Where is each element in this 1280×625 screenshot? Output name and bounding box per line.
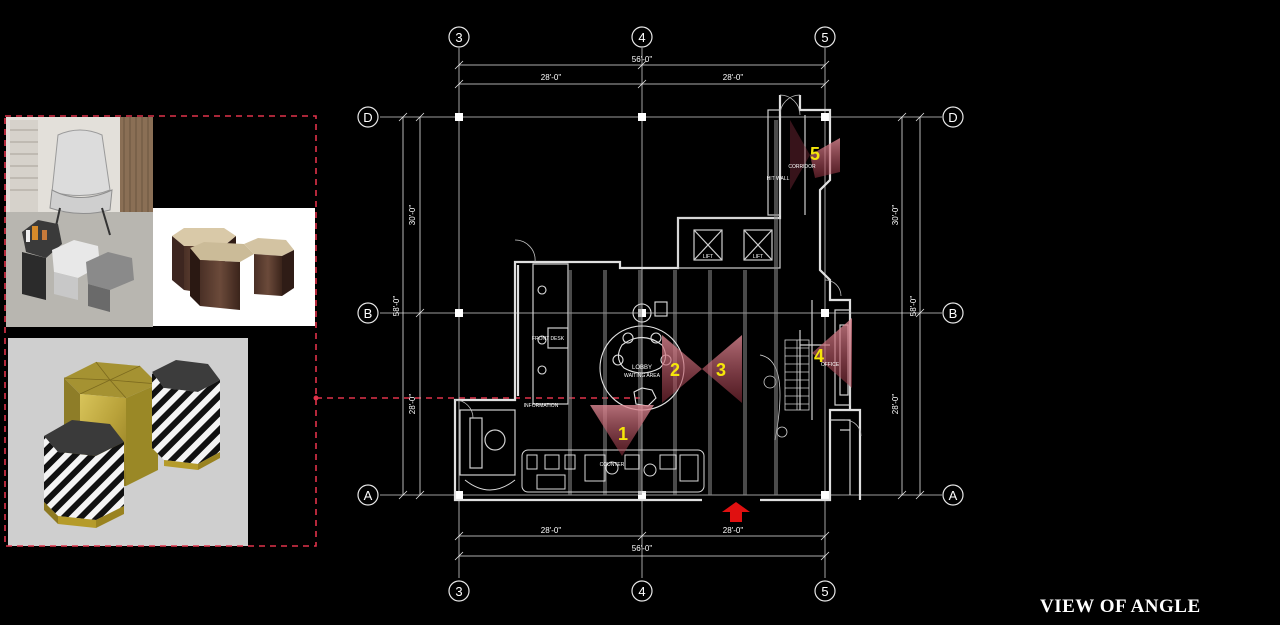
room-counter: COUNTER bbox=[600, 462, 625, 468]
photo-wood-tables bbox=[153, 208, 315, 326]
room-information: INFORMATION bbox=[524, 403, 559, 409]
grid-row-right-a: A bbox=[949, 488, 958, 503]
view-number-5: 5 bbox=[810, 144, 820, 164]
room-lift-b: LIFT bbox=[753, 254, 763, 260]
grid-lines bbox=[380, 48, 942, 578]
entry-arrow-icon bbox=[722, 502, 750, 522]
grid-col-bottom-3: 3 bbox=[455, 584, 462, 599]
dashed-callout-box bbox=[4, 115, 640, 547]
view-cone-5 bbox=[810, 138, 840, 178]
render-hexagon-tables bbox=[8, 338, 248, 546]
grid-row-left-a: A bbox=[364, 488, 373, 503]
grid-row-left-b: B bbox=[364, 306, 373, 321]
reception-furniture bbox=[464, 449, 705, 493]
dim-left-total: 58'-0" bbox=[392, 296, 401, 317]
grid-col-bottom-5: 5 bbox=[821, 584, 828, 599]
grid-col-top-3: 3 bbox=[455, 30, 462, 45]
dim-top-left: 28'-0" bbox=[541, 73, 562, 82]
view-number-2: 2 bbox=[670, 360, 680, 380]
view-cone-1 bbox=[590, 405, 654, 456]
dim-top-right: 28'-0" bbox=[723, 73, 744, 82]
room-front-desk: FRONT DESK bbox=[532, 336, 565, 342]
doors bbox=[454, 94, 862, 437]
view-number-4: 4 bbox=[814, 346, 824, 366]
grid-col-top-4: 4 bbox=[638, 30, 645, 45]
dim-right-upper: 30'-0" bbox=[891, 205, 900, 226]
dim-bottom-total: 56'-0" bbox=[632, 544, 653, 553]
grid-labels: 3 4 5 3 4 5 D B A D B A bbox=[363, 30, 957, 599]
view-number-3: 3 bbox=[716, 360, 726, 380]
room-office: OFFICE bbox=[821, 362, 840, 368]
stair bbox=[759, 339, 810, 441]
view-point-numbers: 1 2 3 4 5 bbox=[618, 144, 824, 444]
room-waiting: WAITING AREA bbox=[624, 373, 661, 379]
grid-row-right-d: D bbox=[948, 110, 957, 125]
dim-top-total: 56'-0" bbox=[632, 55, 653, 64]
room-lift-a: LIFT bbox=[703, 254, 713, 260]
view-cone-2 bbox=[662, 335, 702, 403]
photo-lounge-chair bbox=[6, 117, 153, 327]
view-cones bbox=[590, 120, 852, 456]
dim-right-total: 58'-0" bbox=[909, 296, 918, 317]
view-cone-5-shadow bbox=[790, 120, 810, 190]
view-number-1: 1 bbox=[618, 424, 628, 444]
view-cone-3 bbox=[702, 335, 742, 403]
grid-col-top-5: 5 bbox=[821, 30, 828, 45]
grid-bubbles bbox=[357, 26, 964, 602]
dim-bottom-right: 28'-0" bbox=[723, 526, 744, 535]
dimension-labels: 56'-0" 28'-0" 28'-0" 28'-0" 56'-0" 28'-0… bbox=[392, 55, 918, 553]
grid-col-bottom-4: 4 bbox=[638, 584, 645, 599]
dimension-lines bbox=[398, 60, 925, 561]
reference-images bbox=[4, 115, 640, 547]
dim-left-lower: 28'-0" bbox=[408, 394, 417, 415]
dim-right-lower: 28'-0" bbox=[891, 394, 900, 415]
floor-plan bbox=[357, 26, 964, 602]
room-corridor: CORRIDOR bbox=[788, 164, 816, 170]
room-labels: LOBBY WAITING AREA CORRIDOR FRONT DESK I… bbox=[524, 164, 840, 468]
view-cone-4 bbox=[812, 318, 852, 388]
grid-row-right-b: B bbox=[949, 306, 958, 321]
callout-anchor bbox=[313, 395, 319, 401]
dim-left-upper: 30'-0" bbox=[408, 205, 417, 226]
room-wall-label: HIT WALL bbox=[767, 176, 790, 182]
sheet-title: VIEW OF ANGLE bbox=[1040, 596, 1201, 617]
room-lobby: LOBBY bbox=[632, 365, 652, 371]
grid-row-left-d: D bbox=[363, 110, 372, 125]
dim-bottom-left: 28'-0" bbox=[541, 526, 562, 535]
ceiling-strips bbox=[568, 120, 778, 495]
